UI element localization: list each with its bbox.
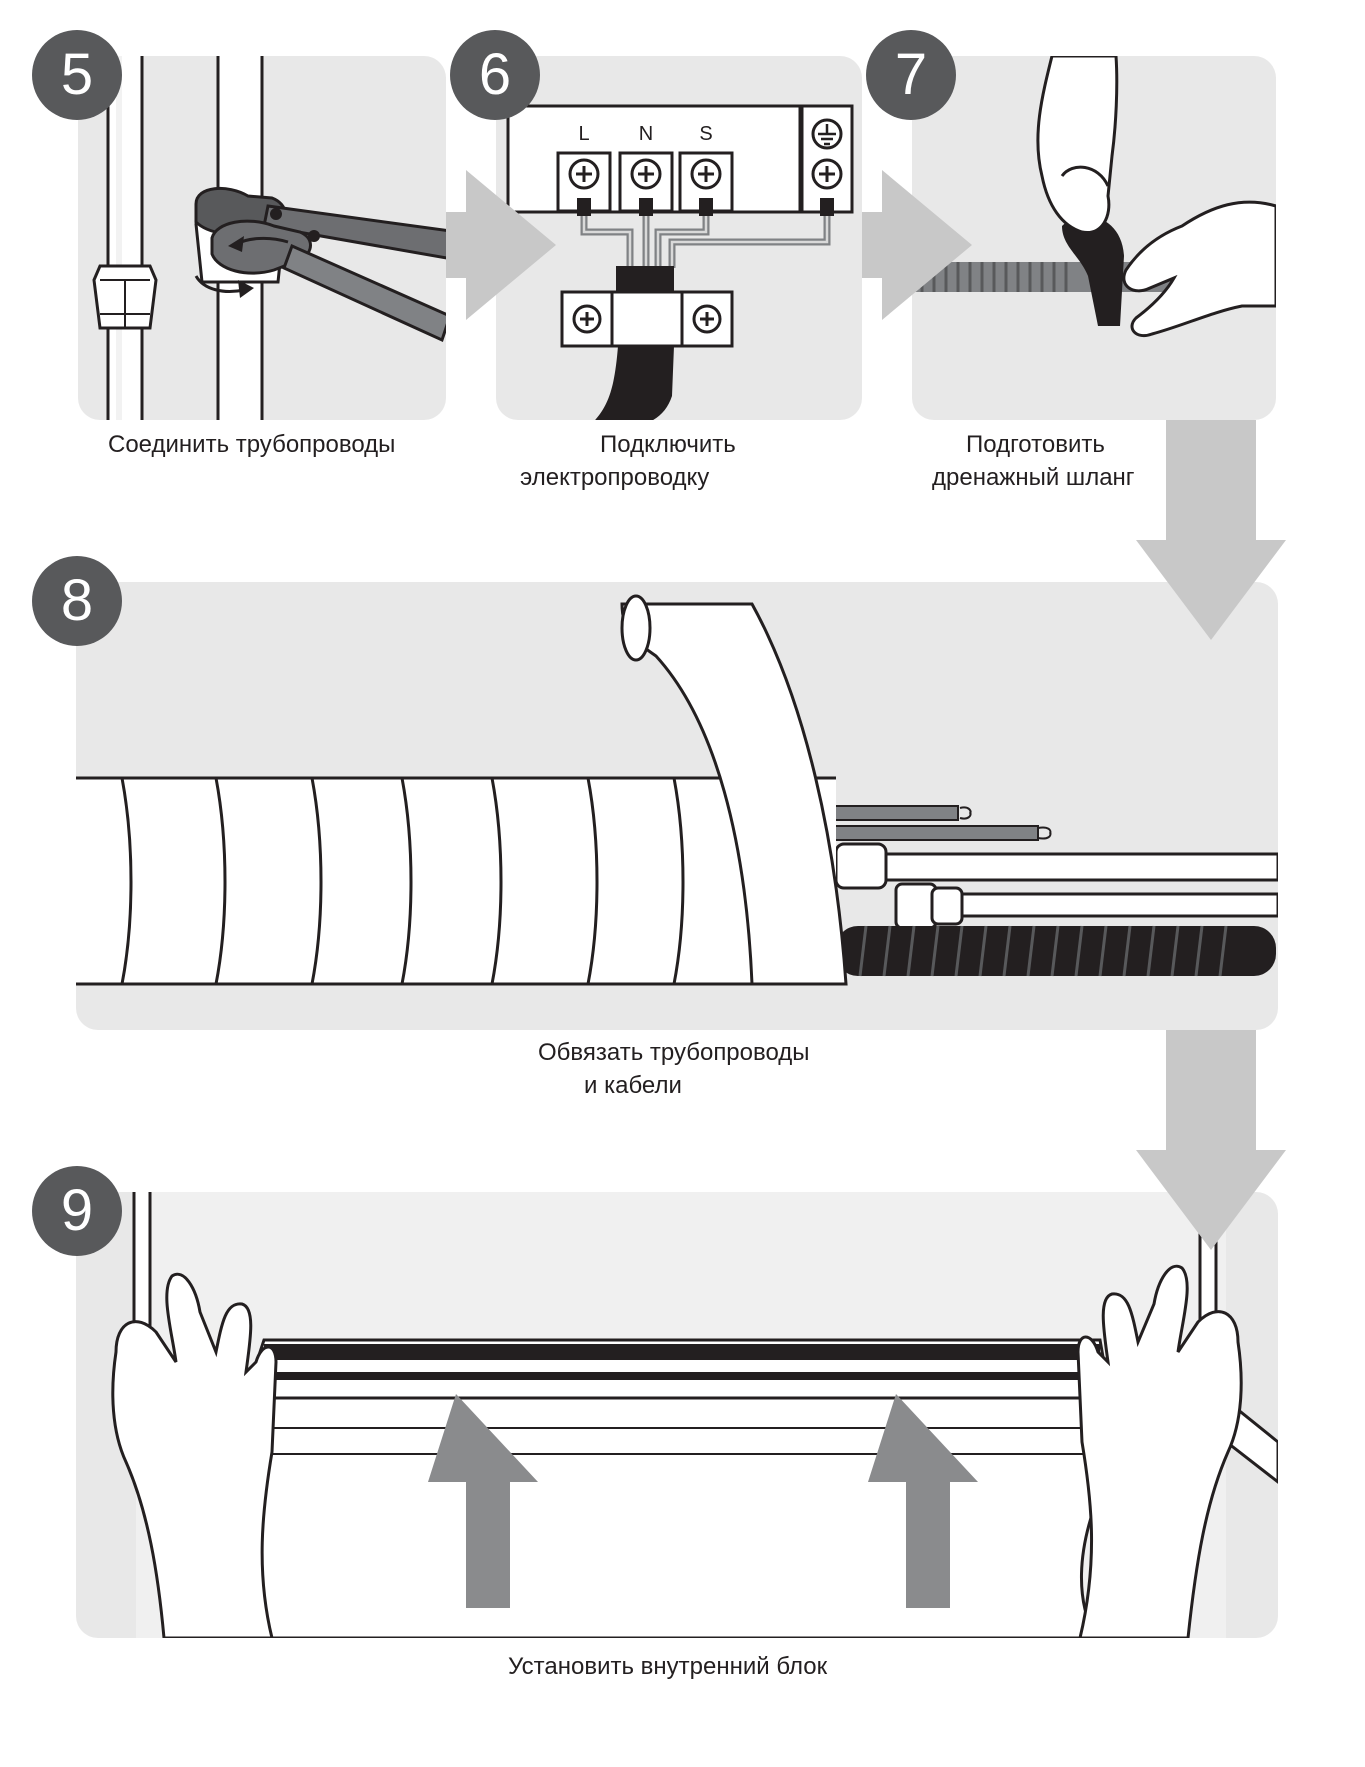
- push-up-arrow-icon: [428, 1394, 538, 1608]
- install-indoor-unit-illustration: [111, 1192, 1278, 1638]
- hand-icon: [1122, 200, 1276, 337]
- screw-icon: [572, 304, 602, 334]
- wrap-pipes-illustration: [76, 594, 1278, 986]
- flow-arrow-icon: [862, 170, 972, 320]
- step-7-caption: Подготовить дренажный шланг: [932, 428, 1135, 494]
- push-up-arrow-icon: [868, 1394, 978, 1608]
- hand-icon: [111, 1272, 278, 1638]
- step-5-badge: 5: [32, 30, 122, 120]
- hand-icon: [1076, 1264, 1243, 1638]
- step-9-caption-line-1: Установить внутренний блок: [508, 1653, 828, 1680]
- screw-terminal-icon: [618, 151, 674, 216]
- step-6-panel: L N S: [496, 56, 862, 420]
- flow-arrow-icon: [1136, 1030, 1286, 1250]
- step-6-caption: Подключить электропроводку: [520, 428, 736, 494]
- screw-terminal-icon: [811, 158, 843, 216]
- flow-arrow-icon: [446, 170, 556, 320]
- screw-terminal-icon: [556, 151, 612, 216]
- terminal-label-l: L: [578, 123, 589, 145]
- step-8-badge: 8: [32, 556, 122, 646]
- step-6-caption-line-1: Подключить: [600, 431, 736, 458]
- step-7-panel: [912, 56, 1276, 420]
- step-5-panel: [78, 56, 446, 420]
- step-9-panel: [76, 1192, 1278, 1638]
- step-7-caption-line-2: дренажный шланг: [932, 464, 1135, 491]
- step-5-caption-line-1: Соединить трубопроводы: [108, 431, 396, 458]
- flow-arrow-icon: [1136, 420, 1286, 640]
- step-9-caption: Установить внутренний блок: [508, 1650, 827, 1683]
- step-6-badge: 6: [450, 30, 540, 120]
- ground-icon: [811, 118, 843, 150]
- screw-terminal-icon: [678, 151, 734, 216]
- pipe-connection-illustration: [92, 56, 446, 420]
- step-8-caption: Обвязать трубопроводы и кабели: [538, 1036, 810, 1102]
- wiring-illustration: L N S: [506, 104, 854, 420]
- screw-icon: [692, 304, 722, 334]
- terminal-label-s: S: [699, 123, 712, 145]
- step-8-panel: [76, 582, 1278, 1030]
- step-6-caption-line-2: электропроводку: [520, 464, 710, 491]
- step-7-caption-line-1: Подготовить: [966, 431, 1105, 458]
- step-7-badge: 7: [866, 30, 956, 120]
- step-9-badge: 9: [32, 1166, 122, 1256]
- step-8-caption-line-2: и кабели: [584, 1072, 682, 1099]
- step-8-caption-line-1: Обвязать трубопроводы: [538, 1039, 810, 1066]
- hand-icon: [1036, 56, 1119, 234]
- terminal-label-n: N: [639, 123, 653, 145]
- step-5-caption: Соединить трубопроводы: [108, 428, 395, 461]
- wrench-icon: [210, 219, 446, 343]
